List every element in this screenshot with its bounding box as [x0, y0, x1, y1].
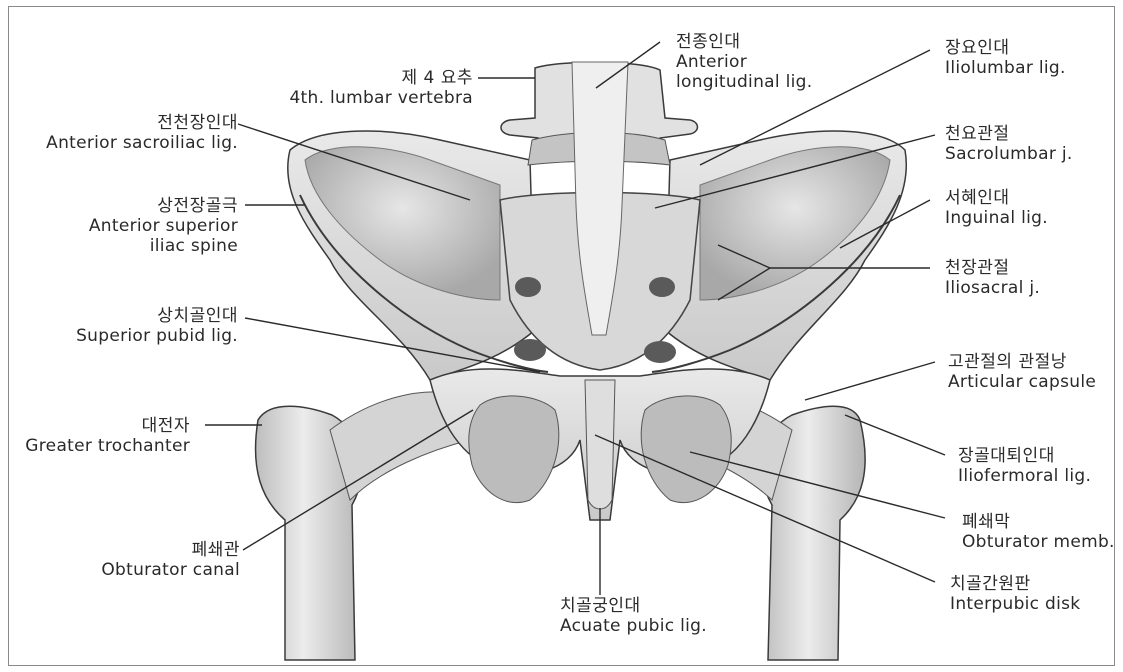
label-anterior-longitudinal-en1: Anterior [676, 52, 812, 72]
label-acuate-pubic: 치골궁인대 Acuate pubic lig. [560, 596, 707, 636]
label-articular-capsule: 고관절의 관절낭 Articular capsule [948, 352, 1096, 392]
label-anterior-longitudinal: 전종인대 Anterior longitudinal lig. [676, 32, 812, 92]
label-iliolumbar: 장요인대 Iliolumbar lig. [945, 38, 1066, 78]
label-anterior-longitudinal-ko: 전종인대 [676, 32, 812, 52]
right-ilium [665, 131, 906, 380]
label-l4-vertebra: 제 4 요추 4th. lumbar vertebra [283, 68, 473, 108]
label-acuate-pubic-en: Acuate pubic lig. [560, 616, 707, 636]
label-iliolumbar-en: Iliolumbar lig. [945, 58, 1066, 78]
left-ilium [288, 131, 535, 380]
label-superior-pubic-en: Superior pubid lig. [40, 326, 238, 346]
label-iliofemoral-ko: 장골대퇴인대 [958, 446, 1091, 466]
label-iliofemoral-en: Iliofermoral lig. [958, 466, 1091, 486]
label-greater-trochanter: 대전자 Greater trochanter [14, 416, 190, 456]
label-anterior-sacroiliac-ko: 전천장인대 [20, 113, 238, 133]
label-sacrolumbar: 천요관절 Sacrolumbar j. [945, 124, 1073, 164]
label-asis-en2: iliac spine [40, 236, 238, 256]
label-sacrolumbar-en: Sacrolumbar j. [945, 144, 1073, 164]
label-iliofemoral: 장골대퇴인대 Iliofermoral lig. [958, 446, 1091, 486]
label-articular-capsule-ko: 고관절의 관절낭 [948, 352, 1096, 372]
label-interpubic-en: Interpubic disk [950, 594, 1080, 614]
label-asis-ko: 상전장골극 [40, 196, 238, 216]
label-obturator-memb: 폐쇄막 Obturator memb. [962, 512, 1115, 552]
label-l4-ko: 제 4 요추 [283, 68, 473, 88]
label-acuate-pubic-ko: 치골궁인대 [560, 596, 707, 616]
label-articular-capsule-en: Articular capsule [948, 372, 1096, 392]
label-greater-trochanter-en: Greater trochanter [14, 436, 190, 456]
label-sacrolumbar-ko: 천요관절 [945, 124, 1073, 144]
label-obturator-memb-ko: 폐쇄막 [962, 512, 1115, 532]
label-iliosacral: 천장관절 Iliosacral j. [945, 258, 1040, 298]
label-superior-pubic: 상치골인대 Superior pubid lig. [40, 306, 238, 346]
label-interpubic-ko: 치골간원판 [950, 574, 1080, 594]
pubis [430, 369, 770, 520]
label-inguinal-ko: 서혜인대 [945, 188, 1048, 208]
label-obturator-canal-en: Obturator canal [60, 560, 240, 580]
label-anterior-sacroiliac: 전천장인대 Anterior sacroiliac lig. [20, 113, 238, 153]
label-inguinal: 서혜인대 Inguinal lig. [945, 188, 1048, 228]
label-obturator-canal: 폐쇄관 Obturator canal [60, 540, 240, 580]
label-l4-en: 4th. lumbar vertebra [283, 88, 473, 108]
label-anterior-longitudinal-en2: longitudinal lig. [676, 72, 812, 92]
label-iliosacral-en: Iliosacral j. [945, 278, 1040, 298]
label-iliolumbar-ko: 장요인대 [945, 38, 1066, 58]
label-obturator-canal-ko: 폐쇄관 [60, 540, 240, 560]
label-iliosacral-ko: 천장관절 [945, 258, 1040, 278]
label-greater-trochanter-ko: 대전자 [14, 416, 190, 436]
label-interpubic: 치골간원판 Interpubic disk [950, 574, 1080, 614]
label-anterior-sacroiliac-en: Anterior sacroiliac lig. [20, 133, 238, 153]
label-asis: 상전장골극 Anterior superior iliac spine [40, 196, 238, 256]
label-obturator-memb-en: Obturator memb. [962, 532, 1115, 552]
label-inguinal-en: Inguinal lig. [945, 208, 1048, 228]
label-superior-pubic-ko: 상치골인대 [40, 306, 238, 326]
label-asis-en1: Anterior superior [40, 216, 238, 236]
